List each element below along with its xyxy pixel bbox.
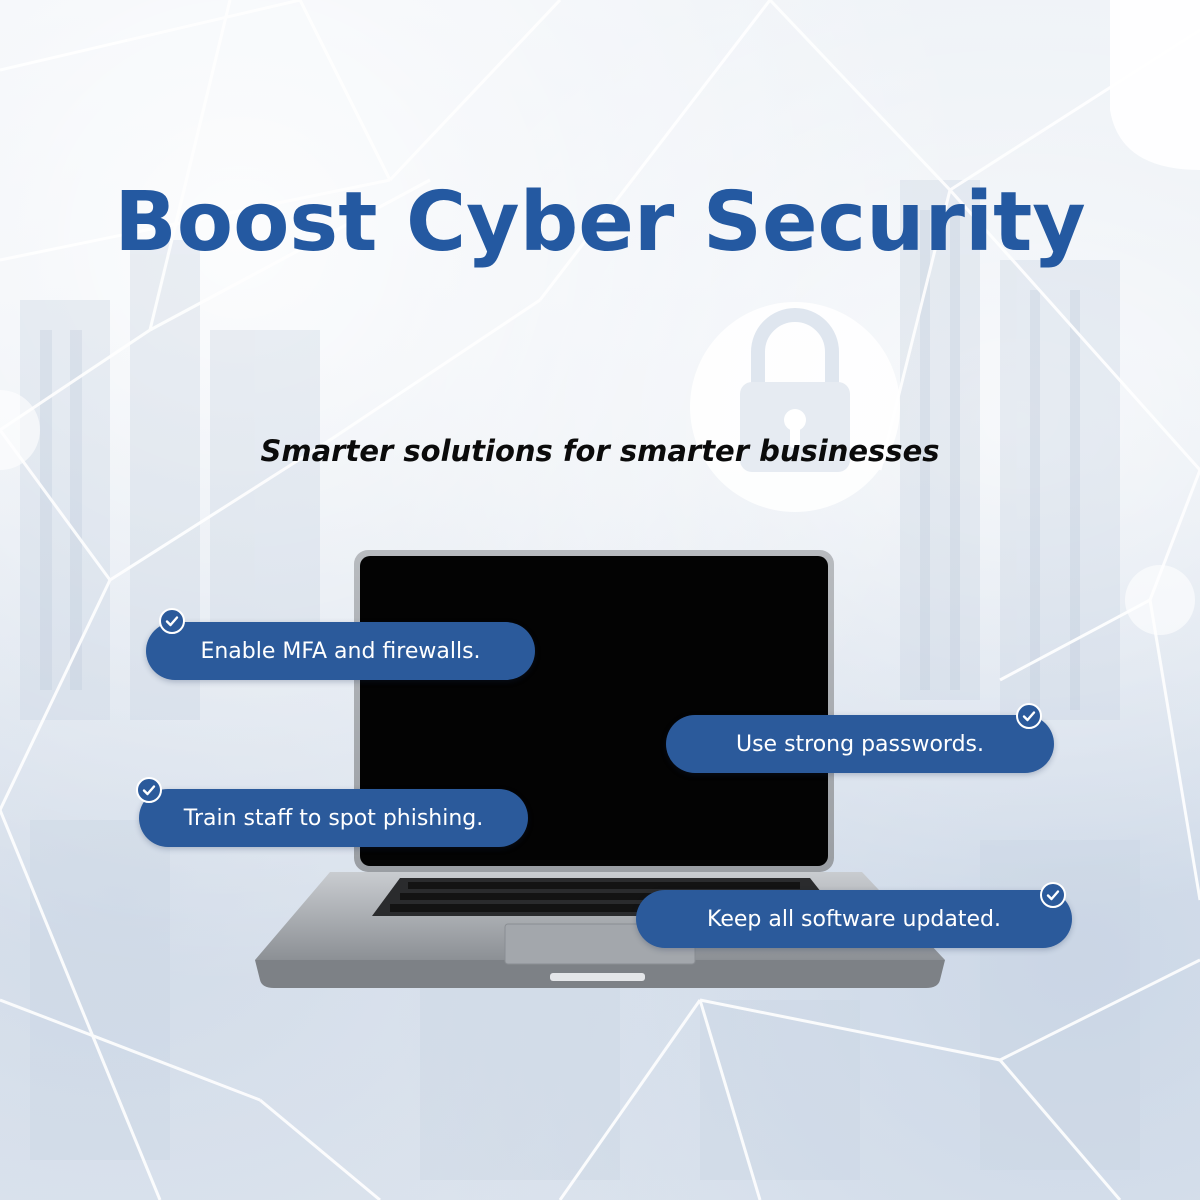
subtitle: Smarter solutions for smarter businesses [260,434,940,468]
lock-icon [690,302,900,512]
check-icon [159,608,185,634]
tip-label: Train staff to spot phishing. [183,805,484,831]
check-icon [136,777,162,803]
tip-pill-phishing: Train staff to spot phishing. [139,789,528,847]
tip-pill-software: Keep all software updated. [636,890,1072,948]
tip-label: Use strong passwords. [735,731,984,757]
tip-pill-mfa: Enable MFA and firewalls. [146,622,535,680]
tip-pill-passwords: Use strong passwords. [666,715,1054,773]
check-icon [1040,882,1066,908]
tip-label: Keep all software updated. [706,906,1001,932]
tip-label: Enable MFA and firewalls. [200,638,481,664]
page-title: Boost Cyber Security [114,175,1086,270]
check-icon [1016,703,1042,729]
